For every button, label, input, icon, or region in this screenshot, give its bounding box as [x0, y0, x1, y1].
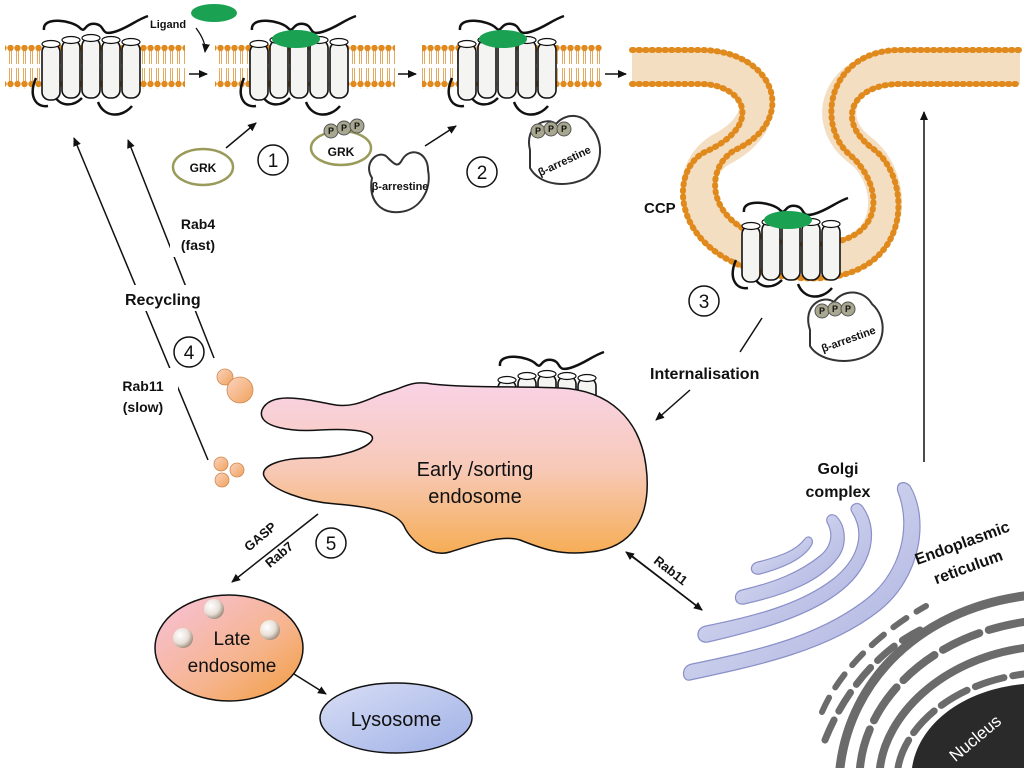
phospho-label: P: [845, 304, 851, 314]
early-endosome-label-1: Early /sorting: [417, 459, 534, 481]
phospho-label: P: [328, 126, 334, 136]
golgi-label-1: Golgi: [818, 461, 859, 478]
early-endosome-label-2: endosome: [428, 486, 521, 508]
recycling-vesicle: [229, 462, 245, 478]
recycling-vesicle: [214, 472, 230, 488]
ligand-bound-2: [479, 30, 527, 48]
phospho-label: P: [535, 126, 541, 136]
ligand-label: Ligand: [150, 19, 186, 31]
step-4-badge: 4: [173, 336, 205, 368]
step-5-badge: 5: [315, 527, 347, 559]
step-number: 3: [699, 292, 710, 313]
receptor-1: [31, 14, 150, 116]
internalisation-arrow-top: [739, 317, 763, 353]
phospho-label: P: [819, 306, 825, 316]
step-2-badge: 2: [466, 156, 498, 188]
step-number: 4: [184, 343, 195, 364]
phospho-label: P: [341, 123, 347, 133]
degradation-arrow: [231, 513, 319, 583]
intraluminal-vesicle: [173, 628, 193, 648]
phospho-label: P: [548, 124, 554, 134]
fast-label: (fast): [181, 237, 215, 253]
phospho-label: P: [354, 121, 360, 131]
grk-arrow: [225, 122, 257, 149]
lysosome-arrow: [293, 673, 327, 695]
lysosome-label: Lysosome: [351, 709, 441, 731]
golgi-label-2: complex: [806, 484, 871, 501]
step-number: 2: [477, 163, 488, 184]
rab11-golgi-label: Rab11: [651, 553, 690, 588]
beta-arrestin-free: β-arrestine: [368, 151, 430, 214]
beta-arrestin-ccp: P P P β-arrestine: [807, 291, 884, 362]
golgi-complex: [682, 482, 921, 681]
intraluminal-vesicle: [260, 620, 280, 640]
grk-free: [171, 147, 235, 187]
beta-arrestin-label: β-arrestine: [372, 181, 429, 193]
step-number: 1: [268, 151, 279, 172]
step-number: 5: [326, 534, 337, 555]
recycling-vesicle: [216, 368, 234, 386]
lysosome: [319, 682, 473, 754]
recycling-vesicle: [226, 376, 254, 404]
phospho-label: P: [832, 304, 838, 314]
step-3-badge: 3: [688, 285, 720, 317]
beta-arrestin-bound: P P P β-arrestine: [527, 115, 602, 185]
phospho-label: P: [561, 124, 567, 134]
early-endosome: [260, 382, 648, 554]
rab7-label: Rab7: [262, 539, 296, 571]
beta-arrestin-arrow: [424, 125, 457, 147]
grk-label: GRK: [190, 161, 217, 175]
endoplasmic-reticulum: [819, 591, 1024, 768]
rab4-label: Rab4: [181, 216, 215, 232]
step-1-badge: 1: [257, 144, 289, 176]
ligand-bound-ccp: [764, 211, 812, 229]
recycling-label: Recycling: [125, 292, 201, 309]
grk-bound-label: GRK: [328, 145, 355, 159]
slow-label: (slow): [123, 399, 163, 415]
nucleus: [912, 684, 1024, 768]
internalisation-arrow: [655, 389, 691, 421]
late-endosome-label-1: Late: [214, 629, 251, 650]
ligand-arrow: [195, 27, 210, 53]
intraluminal-vesicle: [204, 599, 224, 619]
internalisation-label: Internalisation: [650, 366, 759, 383]
ligand-bound-1: [272, 30, 320, 48]
recycling-vesicle: [213, 456, 229, 472]
ccp-label: CCP: [644, 200, 676, 217]
golgi-endosome-arrow-back: [625, 551, 703, 611]
rab11-slow-label: Rab11: [122, 378, 163, 394]
late-endosome-label-2: endosome: [188, 656, 277, 677]
ligand-free: [191, 4, 237, 22]
phospho-groups-1: P P P: [323, 118, 365, 139]
